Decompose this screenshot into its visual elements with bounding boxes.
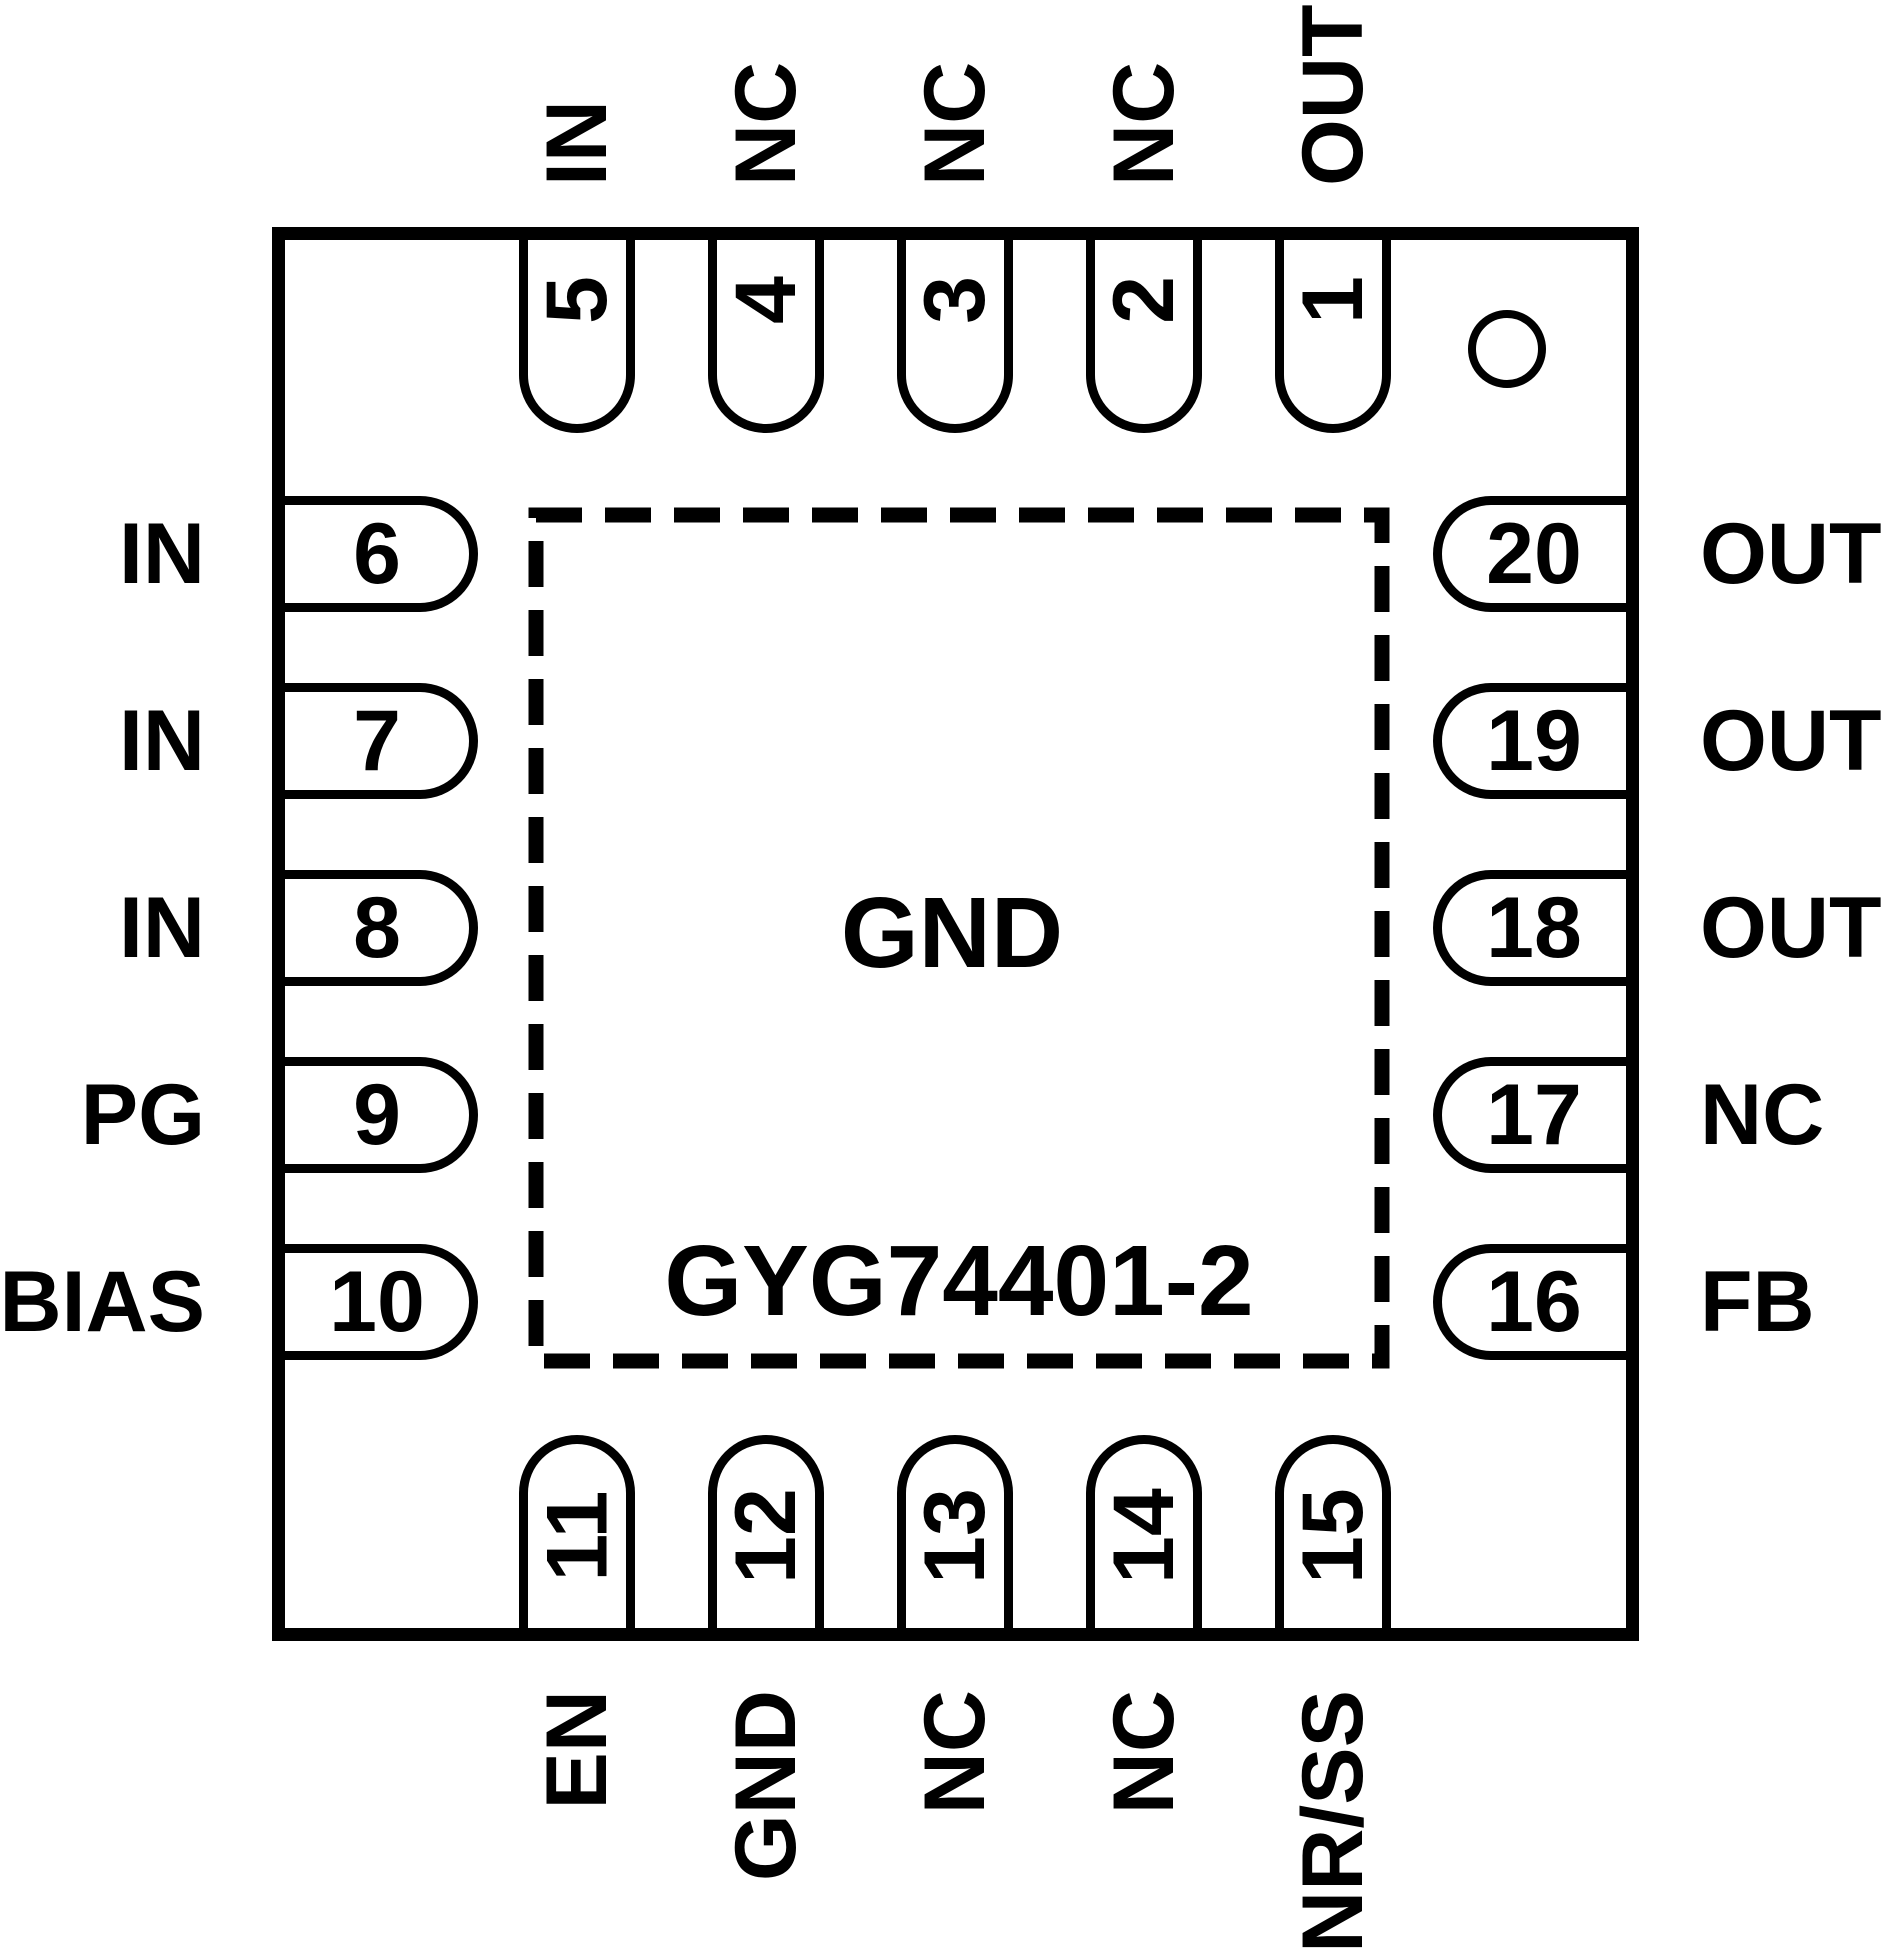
pin-number: 15 xyxy=(1284,1488,1381,1584)
pin-number: 4 xyxy=(718,276,814,324)
pin-1: 1 xyxy=(1275,240,1391,433)
pin-20-signal-label: OUT xyxy=(1700,506,1882,602)
pin-9-signal-label: PG xyxy=(80,1067,205,1163)
pin1-indicator-icon xyxy=(1468,310,1546,388)
pin-number: 8 xyxy=(353,880,401,976)
pin-2: 2 xyxy=(1086,240,1202,433)
pin-10-signal-label: BIAS xyxy=(0,1254,205,1350)
pin-number: 12 xyxy=(717,1488,814,1584)
pin-18: 18 xyxy=(1433,870,1626,986)
pin-number: 20 xyxy=(1486,506,1582,602)
package-outline xyxy=(272,227,1639,1641)
pin-number: 13 xyxy=(906,1488,1003,1584)
pin-16-signal-label: FB xyxy=(1700,1254,1815,1350)
pin-6: 6 xyxy=(285,496,478,612)
pin-7: 7 xyxy=(285,683,478,799)
pin-number: 18 xyxy=(1486,880,1582,976)
pin-number: 7 xyxy=(353,693,401,789)
pin-number: 2 xyxy=(1096,276,1192,324)
pin-number: 17 xyxy=(1486,1067,1582,1163)
pin-8: 8 xyxy=(285,870,478,986)
pin-number: 6 xyxy=(353,506,401,602)
pin-number: 9 xyxy=(353,1067,401,1163)
pin-8-signal-label: IN xyxy=(119,880,205,976)
pin-4: 4 xyxy=(708,240,824,433)
pin-19-signal-label: OUT xyxy=(1700,693,1882,789)
pin-9: 9 xyxy=(285,1057,478,1173)
pin-7-signal-label: IN xyxy=(119,693,205,789)
thermal-pad-label: GND xyxy=(840,877,1064,989)
pin-14: 14 xyxy=(1086,1435,1202,1628)
thermal-pad-dashed-rect xyxy=(528,507,1390,1369)
pin-number: 3 xyxy=(907,276,1003,324)
pin-11-signal-label: EN xyxy=(529,1690,625,1810)
pin-number: 11 xyxy=(528,1490,625,1582)
pin-3: 3 xyxy=(897,240,1013,433)
pin-16: 16 xyxy=(1433,1244,1626,1360)
pin-number: 19 xyxy=(1486,693,1582,789)
pin-17: 17 xyxy=(1433,1057,1626,1173)
pin-10: 10 xyxy=(285,1244,478,1360)
pin-5-signal-label: IN xyxy=(529,100,625,186)
pin-number: 16 xyxy=(1486,1254,1582,1350)
thermal-pad-outline xyxy=(528,507,1390,1369)
pin-6-signal-label: IN xyxy=(119,506,205,602)
pin-15: 15 xyxy=(1275,1435,1391,1628)
pin-number: 10 xyxy=(329,1254,425,1350)
pin-12: 12 xyxy=(708,1435,824,1628)
pin-14-signal-label: NC xyxy=(1096,1690,1192,1815)
pin-15-signal-label: NR/SS xyxy=(1285,1690,1381,1953)
pin-3-signal-label: NC xyxy=(907,61,1003,186)
pin-4-signal-label: NC xyxy=(718,61,814,186)
pin-19: 19 xyxy=(1433,683,1626,799)
pin-13: 13 xyxy=(897,1435,1013,1628)
pin-number: 5 xyxy=(529,276,625,324)
pin-1-signal-label: OUT xyxy=(1285,4,1381,186)
part-number: GYG74401-2 xyxy=(664,1225,1254,1337)
pin-number: 1 xyxy=(1285,276,1381,324)
pin-13-signal-label: NC xyxy=(907,1690,1003,1815)
pin-12-signal-label: GND xyxy=(718,1690,814,1882)
pin-5: 5 xyxy=(519,240,635,433)
pin-17-signal-label: NC xyxy=(1700,1067,1825,1163)
pin-number: 14 xyxy=(1095,1488,1192,1584)
pin-2-signal-label: NC xyxy=(1096,61,1192,186)
pin-11: 11 xyxy=(519,1435,635,1628)
pin-20: 20 xyxy=(1433,496,1626,612)
pin-18-signal-label: OUT xyxy=(1700,880,1882,976)
